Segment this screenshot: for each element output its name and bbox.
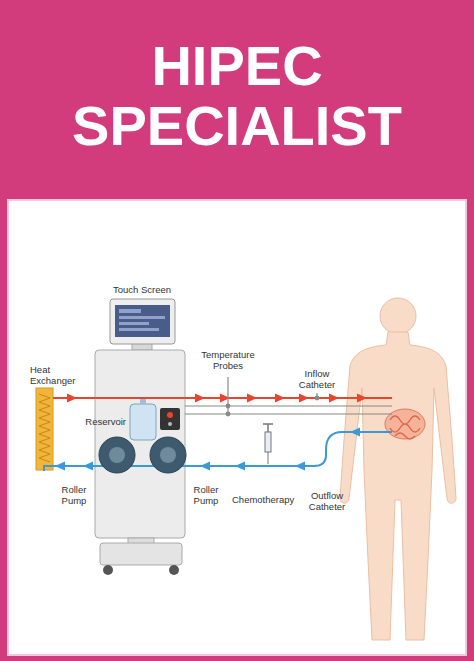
patient-body xyxy=(340,298,456,640)
part-label: Roller Pump xyxy=(188,484,224,507)
part-label: Temperature Probes xyxy=(197,349,259,372)
roller-pumps xyxy=(99,437,186,473)
diagram-panel xyxy=(8,200,466,655)
part-label: Roller Pump xyxy=(56,484,92,507)
part-label: Inflow Catheter xyxy=(294,368,340,391)
chemotherapy-syringe xyxy=(263,424,273,464)
inflow-line xyxy=(53,394,392,403)
part-label: Outflow Catheter xyxy=(304,490,350,513)
part-label: Heat Exchanger xyxy=(30,364,82,387)
outflow-line xyxy=(44,428,392,472)
heat-exchanger xyxy=(36,388,53,470)
probe-wires xyxy=(185,377,392,416)
part-label: Reservoir xyxy=(85,416,126,427)
page-ground xyxy=(0,192,474,661)
part-label: Touch Screen xyxy=(113,284,171,295)
hipec-machine xyxy=(95,299,185,575)
part-label: Chemotherapy xyxy=(232,494,294,505)
header-band xyxy=(0,0,474,192)
page-title: HIPEC SPECIALIST xyxy=(37,36,437,156)
